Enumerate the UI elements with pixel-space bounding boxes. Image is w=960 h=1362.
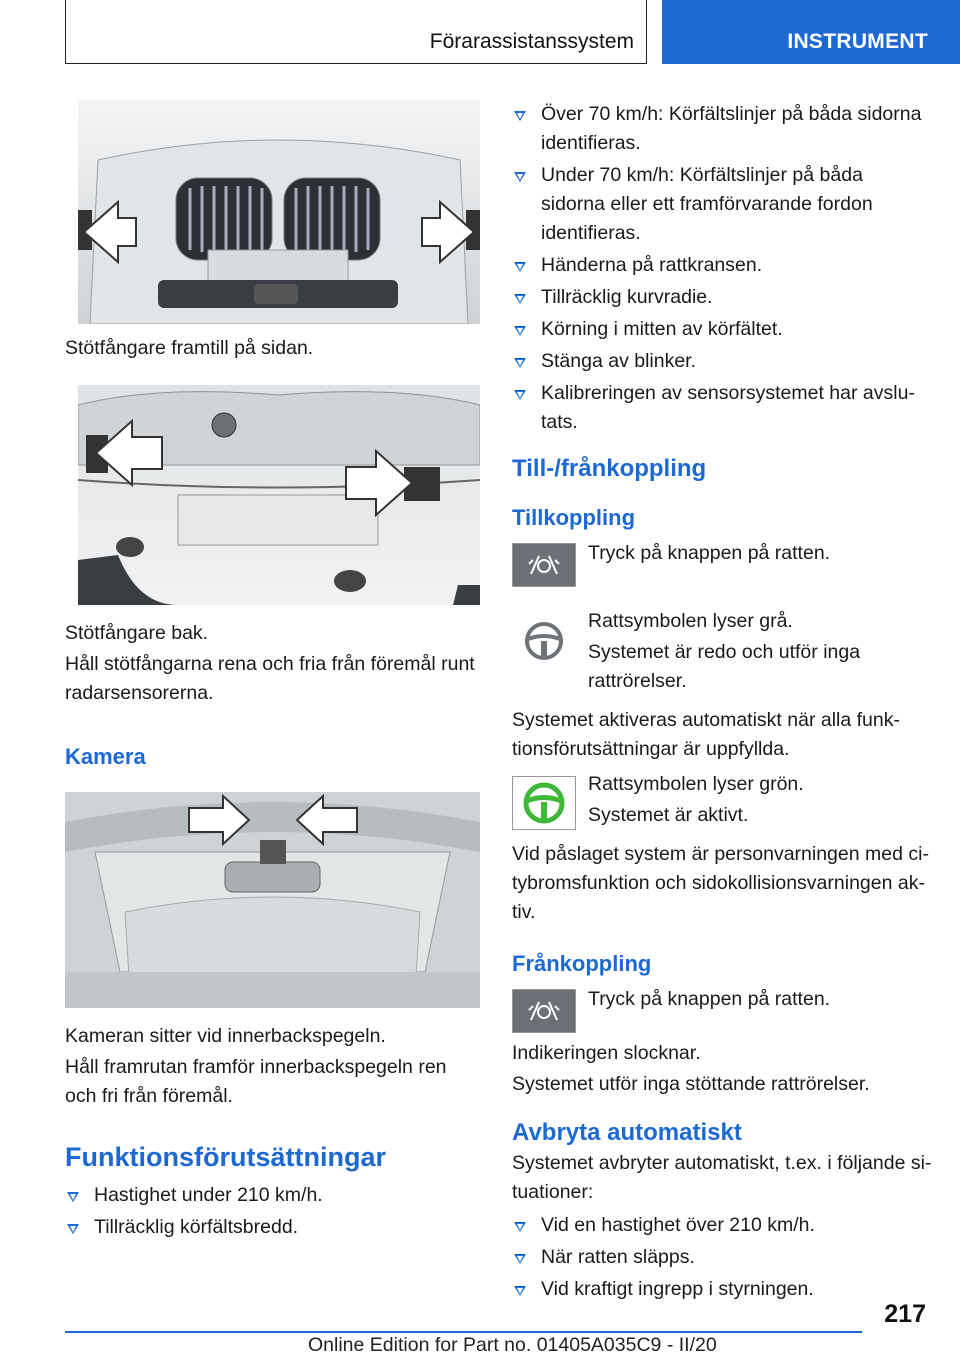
steering-wheel-grey-icon (512, 619, 576, 663)
abort-intro-text: Systemet avbryter automatiskt, t.ex. i f… (512, 1152, 932, 1203)
triangle-bullet-icon (514, 111, 526, 121)
list-item: Körning i mitten av körfältet. (512, 315, 932, 344)
list-item: Hastighet under 210 km/h. (65, 1181, 480, 1210)
para-keep-clean: Håll stötfångarna rena och fria från för… (65, 653, 475, 704)
triangle-bullet-icon (514, 262, 526, 272)
right-column: Över 70 km/h: Körfältslinjer på båda sid… (512, 100, 932, 1307)
lane-assist-button-icon[interactable] (512, 989, 576, 1033)
heading-switch-off: Frånkoppling (512, 951, 652, 976)
chapter-tab[interactable]: INSTRUMENT (662, 0, 960, 64)
grey-symbol-row: Rattsymbolen lyser grå. Systemet är redo… (512, 607, 932, 696)
heading-abort: Avbryta automatiskt (512, 1119, 742, 1146)
list-item: Vid kraftigt ingrepp i styrningen. (512, 1275, 932, 1304)
list-item: Händerna på rattkransen. (512, 251, 932, 280)
warning-active-text: Vid påslaget system är personvarningen m… (512, 843, 929, 923)
press-button-on: Tryck på knappen på ratten. (588, 542, 831, 564)
press-button-off: Tryck på knappen på ratten. (588, 988, 831, 1010)
list-item: Vid en hastighet över 210 km/h. (512, 1211, 932, 1240)
list-item: Stänga av blinker. (512, 347, 932, 376)
off-no-steer-text: Systemet utför inga stöttande rattrörels… (512, 1073, 870, 1095)
rear-bumper-illustration (78, 385, 480, 605)
list-item: Kalibreringen av sensorsystemet har avsl… (512, 379, 932, 437)
green-symbol-row: Rattsymbolen lyser grön. Systemet är akt… (512, 770, 932, 830)
auto-activate-text: Systemet aktiveras automatiskt när alla … (512, 709, 900, 760)
triangle-bullet-icon (67, 1192, 79, 1202)
switch-off-row: Tryck på knappen på ratten. (512, 985, 932, 1033)
off-indicator-text: Indikeringen slocknar. (512, 1042, 701, 1064)
page-number: 217 (884, 1300, 926, 1328)
lane-assist-button-icon[interactable] (512, 543, 576, 587)
prereq-list-left: Hastighet under 210 km/h. Tillräcklig kö… (65, 1181, 480, 1242)
heading-prerequisites: Funktionsförutsättningar (65, 1142, 386, 1172)
caption-camera: Kameran sitter vid innerbackspegeln. (65, 1025, 386, 1047)
triangle-bullet-icon (514, 172, 526, 182)
front-bumper-image (78, 100, 480, 324)
green-active-text: Systemet är aktivt. (588, 804, 749, 826)
list-item: Tillräcklig kurvradie. (512, 283, 932, 312)
triangle-bullet-icon (514, 294, 526, 304)
camera-illustration (65, 792, 480, 1008)
grey-ready-text: Systemet är redo och utför inga rattröre… (588, 641, 861, 692)
grey-symbol-text: Rattsymbolen lyser grå. (588, 610, 793, 632)
triangle-bullet-icon (67, 1224, 79, 1234)
caption-front-bumper: Stötfångare framtill på sidan. (65, 337, 314, 359)
triangle-bullet-icon (514, 358, 526, 368)
chapter-tab-label: INSTRUMENT (787, 30, 928, 53)
triangle-bullet-icon (514, 390, 526, 400)
rear-bumper-image (78, 385, 480, 605)
green-symbol-text: Rattsymbolen lyser grön. (588, 773, 804, 795)
caption-rear-bumper: Stötfångare bak. (65, 622, 209, 644)
triangle-bullet-icon (514, 1222, 526, 1232)
list-item: När ratten släpps. (512, 1243, 932, 1272)
heading-switch-on: Tillkoppling (512, 505, 636, 530)
left-column: Stötfångare framtill på sidan. (65, 100, 480, 1245)
triangle-bullet-icon (514, 326, 526, 336)
front-bumper-illustration (78, 100, 480, 324)
triangle-bullet-icon (514, 1286, 526, 1296)
section-title: Förarassistanssystem (429, 30, 634, 53)
heading-camera: Kamera (65, 744, 146, 769)
prereq-list-right: Över 70 km/h: Körfältslinjer på båda sid… (512, 100, 932, 437)
heading-on-off: Till-/frånkoppling (512, 455, 707, 482)
abort-list: Vid en hastighet över 210 km/h. När ratt… (512, 1211, 932, 1304)
footer-divider (65, 1331, 862, 1333)
footer-edition: Online Edition for Part no. 01405A035C9 … (308, 1334, 717, 1356)
camera-image (65, 792, 480, 1008)
list-item: Under 70 km/h: Körfältslinjer på båda si… (512, 161, 932, 248)
switch-on-row: Tryck på knappen på ratten. (512, 539, 932, 587)
list-item: Över 70 km/h: Körfältslinjer på båda sid… (512, 100, 932, 158)
triangle-bullet-icon (514, 1254, 526, 1264)
steering-wheel-green-icon (512, 776, 576, 830)
header-section-box: Förarassistanssystem (65, 0, 647, 64)
para-windshield: Håll framrutan framför innerbackspegeln … (65, 1056, 447, 1107)
list-item: Tillräcklig körfältsbredd. (65, 1213, 480, 1242)
